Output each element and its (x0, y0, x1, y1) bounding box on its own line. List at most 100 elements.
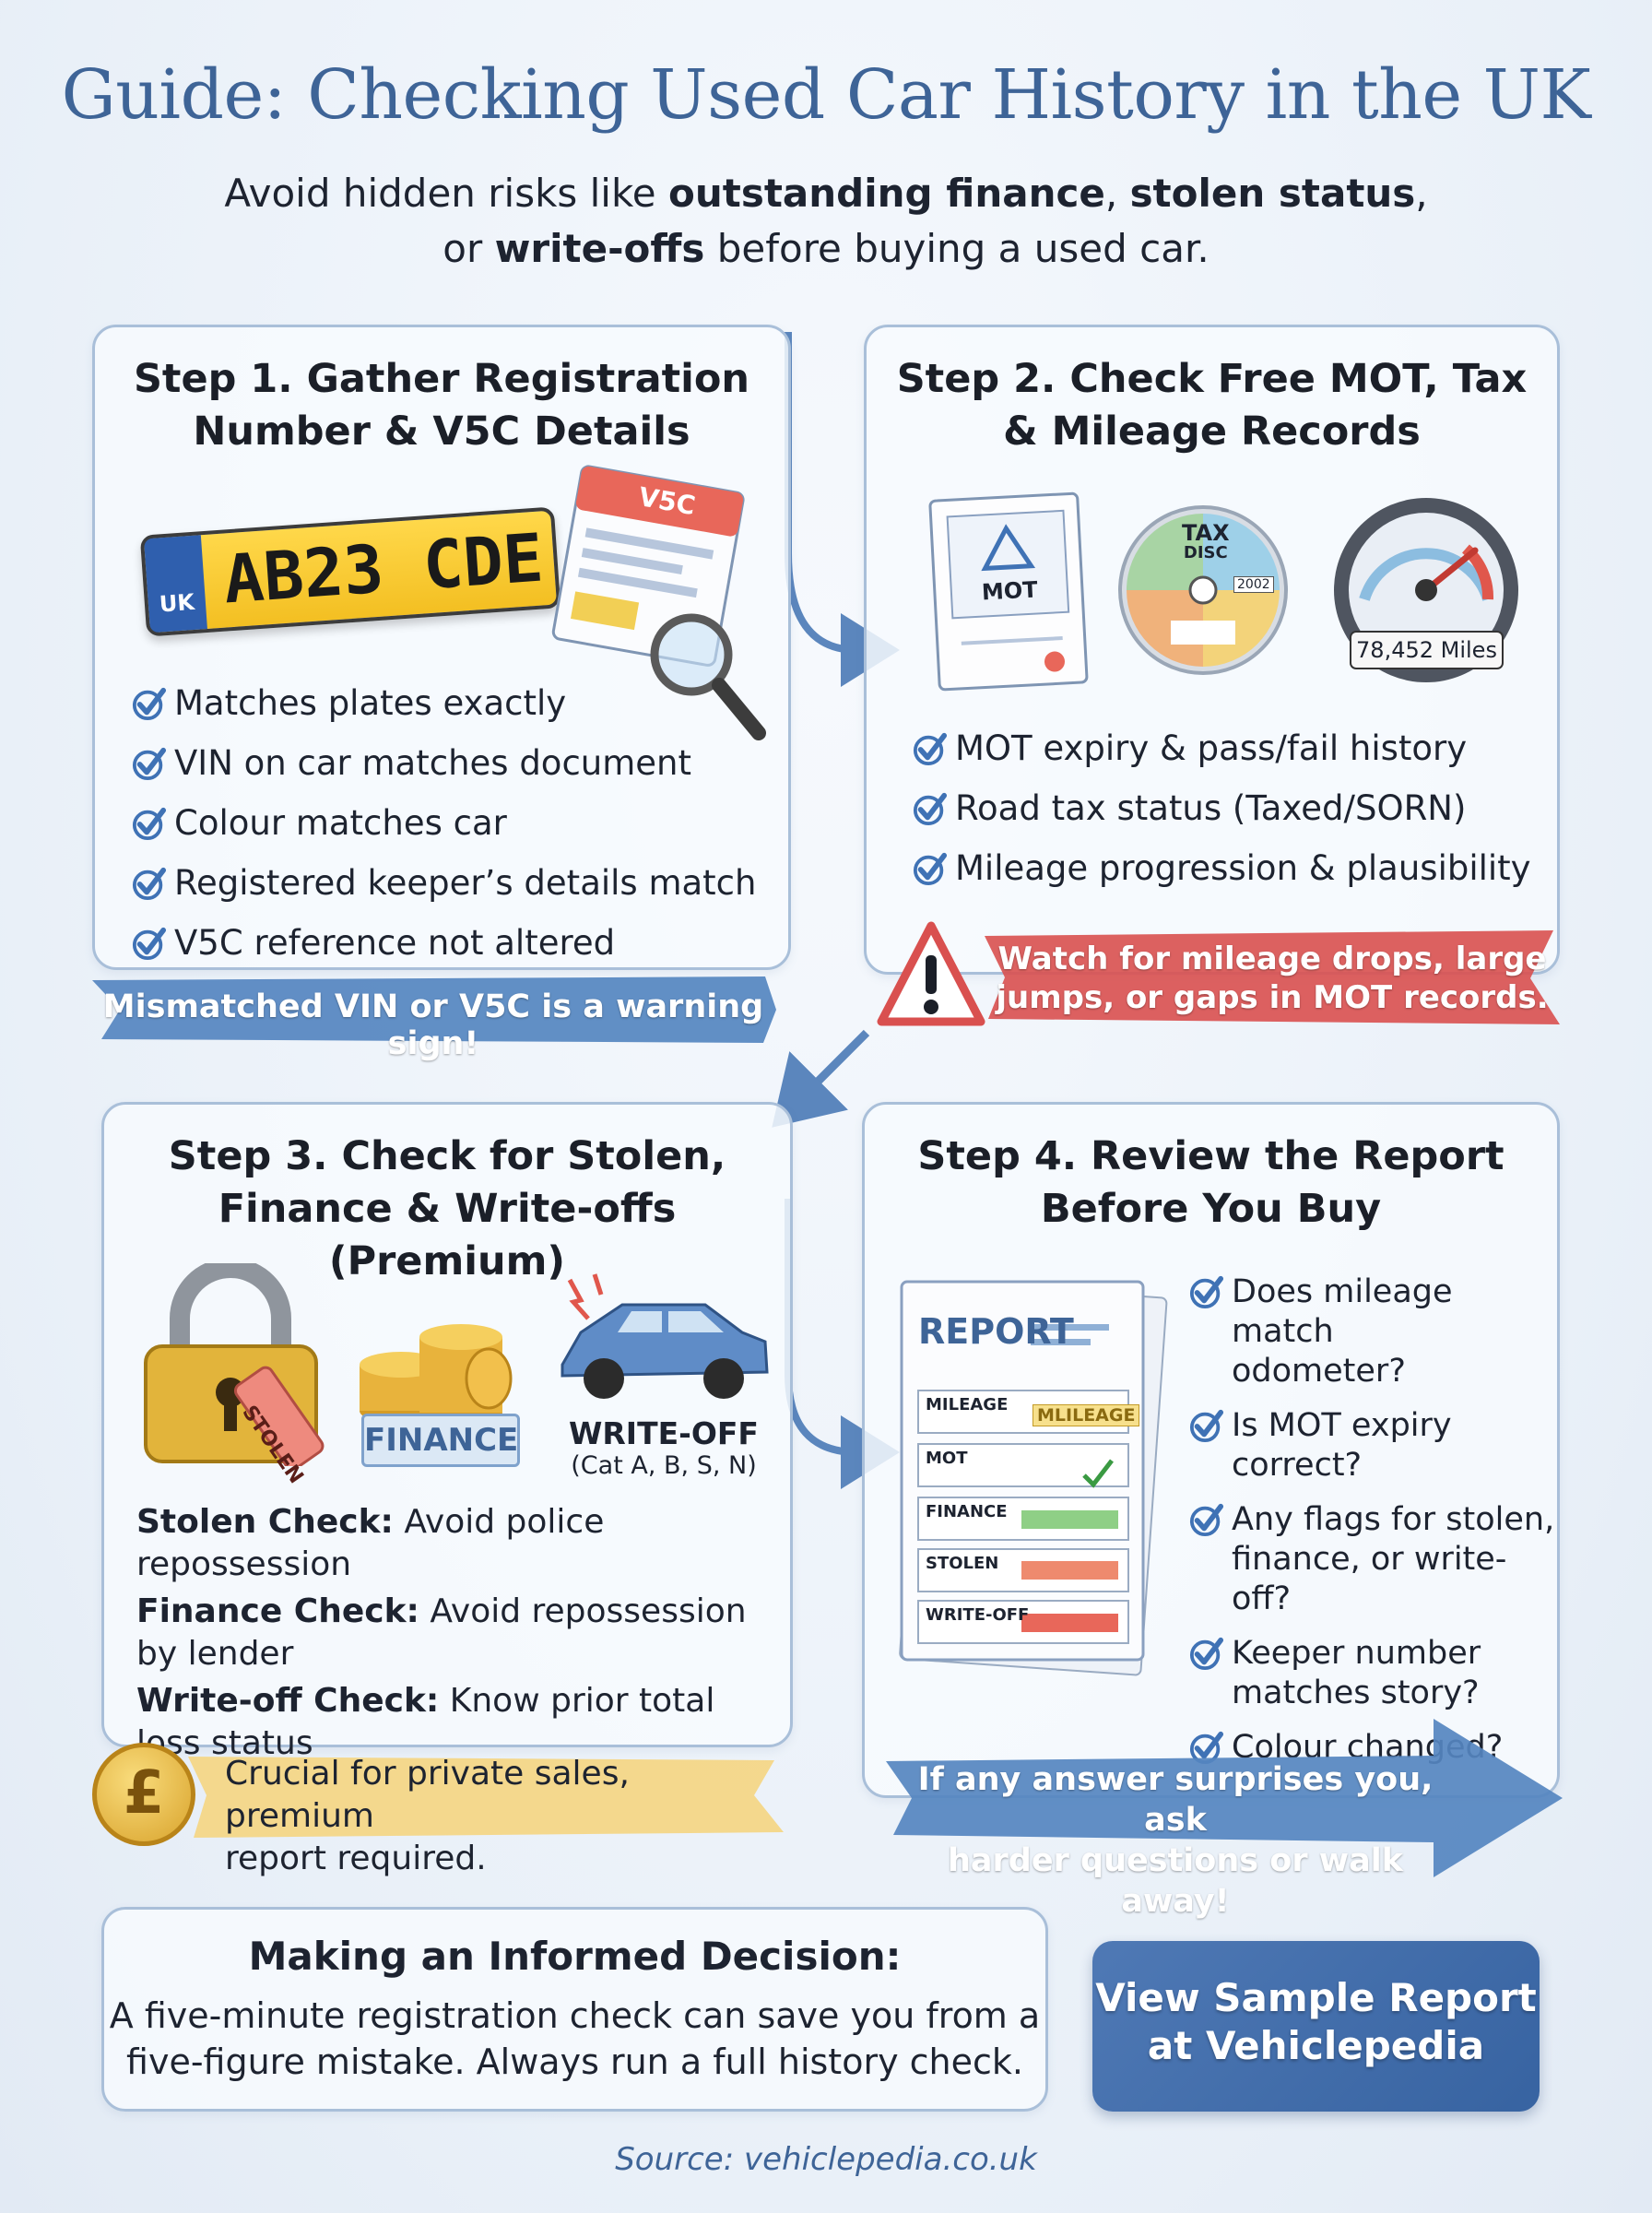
mot-certificate-icon: MOT (926, 490, 1092, 696)
list-item-line: Any flags for stolen, (1232, 1501, 1555, 1538)
list-item-text: V5C reference not altered (174, 923, 616, 963)
step3-title-line: Finance & Write-offs (Premium) (218, 1186, 677, 1284)
step1-warning-banner: Mismatched VIN or V5C is a warning sign! (83, 973, 784, 1062)
step4-panel: Step 4. Review the Report Before You Buy (862, 1102, 1560, 1798)
list-item-text: VIN on car matches document (174, 743, 691, 783)
speedometer-icon: 78,452 Miles (1328, 493, 1526, 687)
decision-line: five-figure mistake. Always run a full h… (126, 2041, 1023, 2082)
list-item-line: matches story? (1232, 1675, 1480, 1711)
advice-line: harder questions or walk away! (948, 1842, 1403, 1920)
step3-title: Step 3. Check for Stolen, Finance & Writ… (104, 1130, 790, 1288)
brush-banner-shape (188, 1757, 784, 1838)
advice-line: If any answer surprises you, ask (917, 1761, 1434, 1839)
note-line: report required. (225, 1840, 487, 1877)
tax-label-line: DISC (1183, 543, 1228, 562)
list-item-line: finance, or write-off? (1232, 1541, 1507, 1617)
tax-disc-icon: TAX DISC 2002 (1115, 503, 1291, 678)
checkmark-icon (913, 842, 955, 902)
odometer-reading: 78,452 Miles (1356, 637, 1497, 663)
crashed-car-icon (560, 1273, 769, 1399)
warning-line: Watch for mileage drops, large (997, 941, 1547, 977)
checkmark-icon (1189, 1634, 1232, 1713)
list-item: Any flags for stolen,finance, or write-o… (1189, 1500, 1558, 1619)
brush-banner-shape (92, 976, 776, 1043)
list-item: Colour matches car (132, 797, 756, 857)
speedometer-graphic (1334, 498, 1518, 682)
magnifier-icon (650, 613, 766, 740)
list-item: Finance Check: Avoid repossession by len… (136, 1591, 782, 1675)
list-item-line: Is MOT expiry (1232, 1407, 1452, 1444)
tax-disc-label: TAX DISC (1182, 520, 1230, 563)
step2-title: Step 2. Check Free MOT, Tax & Mileage Re… (867, 353, 1557, 458)
step4-advice-arrow: If any answer surprises you, ask harder … (880, 1715, 1567, 1920)
list-item-text: Colour matches car (174, 803, 507, 843)
list-item-text: Registered keeper’s details match (174, 863, 757, 903)
report-paper-graphic (899, 1280, 1168, 1676)
tax-label-line: TAX (1182, 520, 1230, 546)
tax-disc-graphic (1118, 505, 1288, 675)
step4-title: Step 4. Review the Report Before You Buy (865, 1130, 1557, 1236)
step1-banner-text: Mismatched VIN or V5C is a warning sign! (102, 988, 764, 1062)
list-item-text: Mileage progression & plausibility (955, 848, 1531, 888)
step3-check-descriptions: Stolen Check: Avoid police repossession … (136, 1501, 782, 1765)
cta-line: View Sample Report (1095, 1975, 1537, 2020)
checkmark-icon (1189, 1406, 1232, 1485)
step4-title-line: Step 4. Review the Report (917, 1133, 1504, 1179)
subtitle-text: Avoid hidden risks like (224, 171, 668, 216)
step2-checklist: MOT expiry & pass/fail history Road tax … (913, 722, 1531, 902)
view-sample-report-button[interactable]: View Sample Report at Vehiclepedia (1092, 1941, 1540, 2112)
report-row-label: STOLEN (926, 1554, 999, 1573)
subtitle-text: , (1104, 171, 1130, 216)
coins-icon (360, 1324, 513, 1426)
subtitle-bold: outstanding finance (668, 171, 1105, 216)
page-subtitle: Avoid hidden risks like outstanding fina… (0, 166, 1652, 277)
source-credit: Source: vehiclepedia.co.uk (615, 2141, 1037, 2178)
subtitle-text: or (442, 226, 495, 271)
list-item-line: Keeper number (1232, 1635, 1481, 1672)
step3-note-text: Crucial for private sales, premium repor… (225, 1753, 788, 1880)
list-item: Matches plates exactly (132, 677, 756, 737)
warning-icon (877, 921, 985, 1026)
step1-title-line: Step 1. Gather Registration (133, 356, 750, 402)
note-line: Crucial for private sales, premium (225, 1755, 630, 1835)
list-item-line: correct? (1232, 1447, 1363, 1484)
warning-line: jumps, or gaps in MOT records. (996, 979, 1549, 1016)
checkmark-icon (132, 677, 174, 737)
list-item: Stolen Check: Avoid police repossession (136, 1501, 782, 1586)
report-heading: REPORT (918, 1311, 1074, 1352)
report-row-label: FINANCE (926, 1502, 1008, 1521)
report-document-icon: REPORT MILEAGE MLILEAGE MOT FINANCE STOL… (892, 1272, 1169, 1678)
subtitle-bold: stolen status (1129, 171, 1416, 216)
check-description: Know prior total loss status (136, 1682, 715, 1762)
report-mileage-tag: MLILEAGE (1032, 1404, 1140, 1426)
page-title: Guide: Checking Used Car History in the … (61, 55, 1591, 135)
step1-title: Step 1. Gather Registration Number & V5C… (95, 353, 788, 458)
check-description: Avoid police repossession (136, 1503, 605, 1583)
cta-line: at Vehiclepedia (1147, 2023, 1485, 2068)
subtitle-text: before buying a used car. (704, 226, 1210, 271)
check-name: Stolen Check: (136, 1503, 394, 1541)
writeoff-subtitle: (Cat A, B, S, N) (571, 1451, 757, 1480)
list-item: MOT expiry & pass/fail history (913, 722, 1531, 782)
subtitle-bold: write-offs (494, 226, 705, 271)
decision-text: A five-minute registration check can sav… (104, 1993, 1045, 2085)
list-item: Mileage progression & plausibility (913, 842, 1531, 902)
step1-checklist: Matches plates exactly VIN on car matche… (132, 677, 756, 976)
advice-text: If any answer surprises you, ask harder … (917, 1759, 1434, 1922)
checkmark-icon (132, 917, 174, 976)
plate-country-badge: UK (143, 535, 207, 633)
mot-certificate-graphic (928, 491, 1089, 692)
checkmark-icon (132, 797, 174, 857)
check-name: Finance Check: (136, 1592, 419, 1630)
check-name: Write-off Check: (136, 1682, 440, 1720)
arrow-step2-to-step3 (772, 1029, 870, 1128)
list-item-line: Does mileage match (1232, 1273, 1453, 1350)
checkmark-icon (913, 722, 955, 782)
list-item-text: MOT expiry & pass/fail history (955, 728, 1468, 768)
check-description: Avoid repossession by lender (136, 1592, 747, 1673)
